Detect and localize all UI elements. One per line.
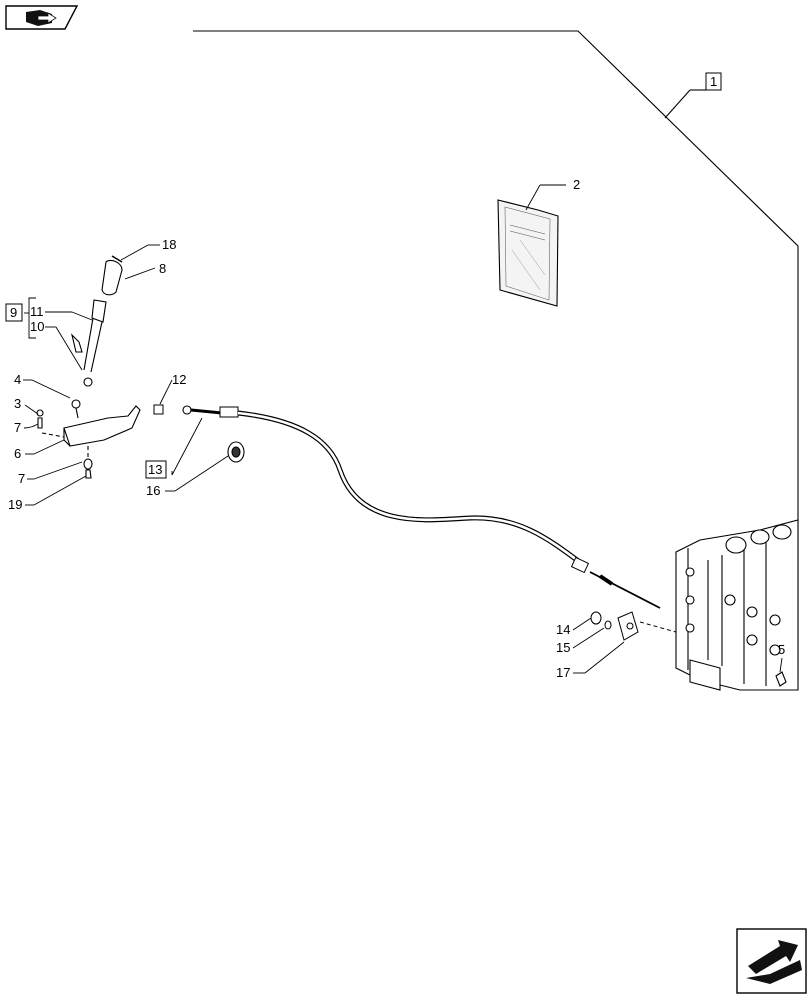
callout-17: 17 [556, 665, 570, 680]
control-valve-block [675, 519, 799, 691]
cable-mount-parts [590, 611, 677, 641]
next-page-arrow-icon [746, 940, 802, 984]
callout-5: 5 [778, 642, 785, 657]
grommet [227, 441, 245, 463]
callout-1: 1 [710, 74, 717, 89]
callout-9: 9 [10, 305, 17, 320]
assembly-bracket-line [193, 30, 799, 680]
callout-7-upper: 7 [14, 420, 21, 435]
callout-14: 14 [556, 622, 570, 637]
control-cable [182, 405, 661, 609]
callout-11: 11 [30, 304, 44, 319]
cable-clip [153, 404, 164, 415]
control-lever [71, 255, 123, 387]
callout-4: 4 [14, 372, 21, 387]
lever-bracket [36, 399, 141, 479]
book-arrow-icon [26, 10, 57, 26]
callout-19: 19 [8, 497, 22, 512]
callout-10: 10 [30, 319, 44, 334]
callout-8: 8 [159, 261, 166, 276]
callout-16: 16 [146, 483, 160, 498]
callout-12: 12 [172, 372, 186, 387]
callout-13: 13 [148, 462, 162, 477]
next-page-button[interactable] [736, 928, 807, 994]
callout-boxes [5, 72, 722, 479]
callout-6: 6 [14, 446, 21, 461]
instruction-booklet [497, 184, 566, 307]
callout-15: 15 [556, 640, 570, 655]
callout-18: 18 [162, 237, 176, 252]
callout-7-lower: 7 [18, 471, 25, 486]
back-to-index-button[interactable] [5, 5, 79, 30]
callout-2: 2 [573, 177, 580, 192]
callout-3: 3 [14, 396, 21, 411]
leader-lines [23, 244, 783, 674]
